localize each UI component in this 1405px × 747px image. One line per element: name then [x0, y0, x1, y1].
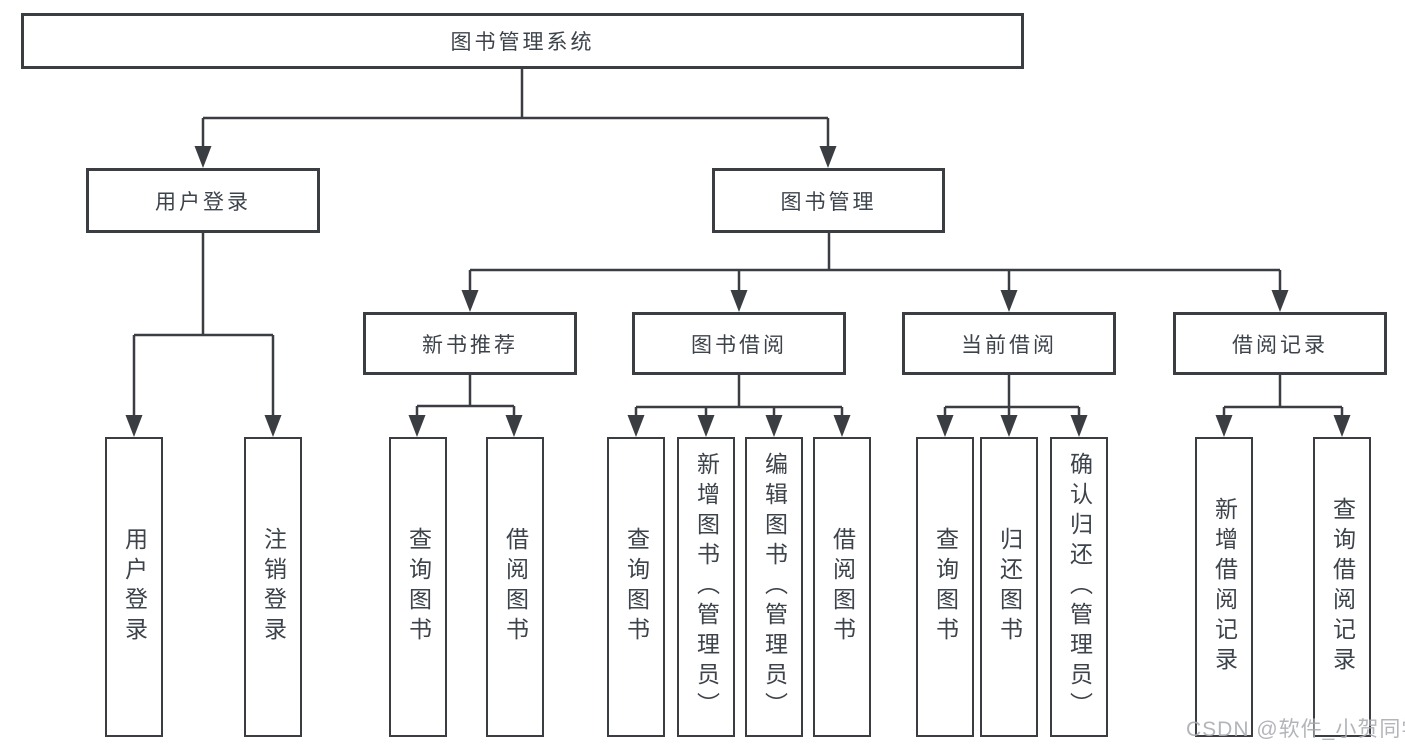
node-new-book-recommend: 新书推荐	[363, 312, 577, 375]
leaf-newbooks-query-books: 查询图书	[389, 437, 447, 737]
leaf-label: 借阅图书	[502, 527, 529, 647]
node-current-borrowing: 当前借阅	[902, 312, 1116, 375]
leaf-borrowing-query-books: 查询图书	[607, 437, 665, 737]
leaf-label: 用户登录	[121, 527, 148, 647]
leaf-label: 查询图书	[932, 527, 959, 647]
leaf-add-books-admin: 新增图书（管理员）	[677, 437, 735, 737]
connector-user-login-children	[132, 233, 275, 419]
leaf-label: 归还图书	[996, 527, 1023, 647]
connector-root-to-level2	[201, 68, 830, 150]
leaf-label: 编辑图书（管理员）	[761, 452, 788, 722]
leaf-newbooks-borrow-books: 借阅图书	[486, 437, 544, 737]
leaf-label: 新增图书（管理员）	[693, 452, 720, 722]
leaf-borrow-books: 借阅图书	[813, 437, 871, 737]
leaf-confirm-return-admin: 确认归还（管理员）	[1050, 437, 1108, 737]
leaf-label: 查询借阅记录	[1329, 497, 1356, 677]
node-user-login: 用户登录	[86, 168, 320, 233]
node-library-system: 图书管理系统	[21, 13, 1024, 69]
leaf-label: 查询图书	[623, 527, 650, 647]
leaf-return-books: 归还图书	[980, 437, 1038, 737]
leaf-logout: 注销登录	[244, 437, 302, 737]
csdn-watermark: CSDN @软件_小贺同学	[1186, 718, 1405, 741]
node-borrowing-records: 借阅记录	[1173, 312, 1387, 375]
leaf-label: 注销登录	[260, 527, 287, 647]
arrowheads	[125, 146, 1351, 437]
node-book-management: 图书管理	[712, 168, 945, 233]
leaf-add-borrow-record: 新增借阅记录	[1195, 437, 1253, 737]
leaf-label: 新增借阅记录	[1211, 497, 1238, 677]
leaf-label: 借阅图书	[829, 527, 856, 647]
leaf-label: 确认归还（管理员）	[1066, 452, 1093, 722]
node-book-borrowing: 图书借阅	[632, 312, 846, 375]
leaf-query-borrow-record: 查询借阅记录	[1313, 437, 1371, 737]
connector-borrow-records-children	[1222, 375, 1344, 419]
leaf-label: 查询图书	[405, 527, 432, 647]
leaf-edit-books-admin: 编辑图书（管理员）	[745, 437, 803, 737]
connector-new-books-children	[415, 375, 516, 419]
leaf-user-login: 用户登录	[105, 437, 163, 737]
connector-book-borrow-children	[634, 375, 844, 419]
connector-current-borrow-children	[943, 375, 1081, 419]
leaf-current-query-books: 查询图书	[916, 437, 974, 737]
connector-book-mgmt-children	[468, 233, 1282, 294]
